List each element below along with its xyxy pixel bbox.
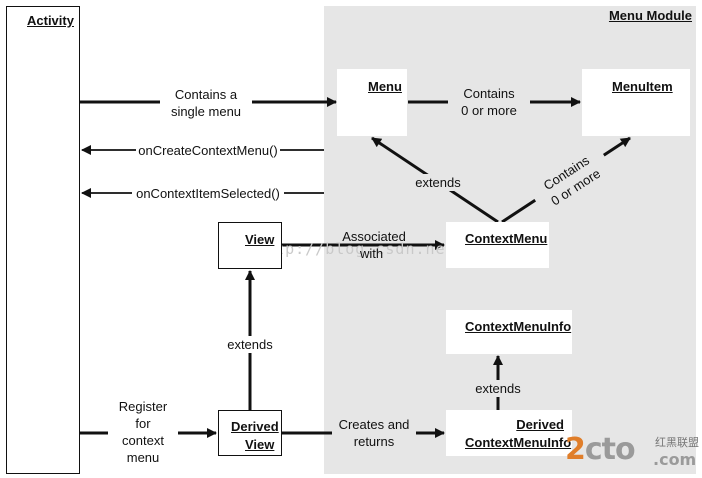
label-contains-single-line1: Contains a [174,87,238,102]
label-register-line4: menu [126,450,160,465]
label-associated-line2: with [360,246,384,261]
label-register-context-menu: Register for context menu [108,398,178,466]
watermark-brand-cn: 红黑联盟 [655,436,699,449]
menu-module-title: Menu Module [608,8,692,23]
label-register-line2: for [135,416,151,431]
label-menu-contains-line2: 0 or more [461,103,517,118]
node-view: View [218,222,282,269]
label-info-extends: extends [470,380,526,397]
label-creates-and-returns: Creates and returns [332,416,416,450]
label-register-line3: context [122,433,164,448]
watermark-brand-tld: .com [653,450,697,469]
watermark-url: http://blog.csdn.net/ [255,240,466,258]
node-menu-item-title: MenuItem [612,79,673,94]
label-menu-contains-line1: Contains [463,86,515,101]
label-creates-line1: Creates and [338,417,410,432]
node-derived-view: Derived View [218,410,282,456]
label-menu-contains: Contains 0 or more [448,85,530,119]
activity-title: Activity [27,13,74,28]
node-context-menu: ContextMenu [446,222,549,268]
label-associated-line1: Associated [342,229,406,244]
node-context-menu-title: ContextMenu [465,231,548,246]
label-register-line1: Register [118,399,168,414]
label-extends-menu: extends [410,174,466,191]
label-associated-with: Associated with [334,228,414,262]
node-derived-view-line1: Derived [231,419,279,434]
node-menu: Menu [337,69,407,136]
label-contains-single-line2: single menu [170,104,242,119]
label-creates-line2: returns [353,434,395,449]
label-on-create-context-menu: onCreateContextMenu() [136,142,280,159]
activity-box: Activity [6,6,80,474]
node-derived-view-line2: View [245,437,275,452]
node-context-menu-info-title: ContextMenuInfo [465,319,572,334]
label-contains-single-menu: Contains a single menu [160,86,252,120]
node-context-menu-info: ContextMenuInfo [446,310,572,354]
node-menu-title: Menu [368,79,402,94]
watermark-logo: 2cto 红黑联盟 .com [565,432,700,472]
label-derived-extends-view: extends [222,336,278,353]
node-derived-context-menu-info-line2: ContextMenuInfo [465,435,572,450]
node-menu-item: MenuItem [582,69,690,136]
node-derived-context-menu-info-line1: Derived [516,417,564,432]
node-view-title: View [245,232,275,247]
label-on-context-item-selected: onContextItemSelected() [132,185,284,202]
watermark-brand: 2cto [565,432,636,467]
node-derived-context-menu-info: Derived ContextMenuInfo [446,410,572,456]
